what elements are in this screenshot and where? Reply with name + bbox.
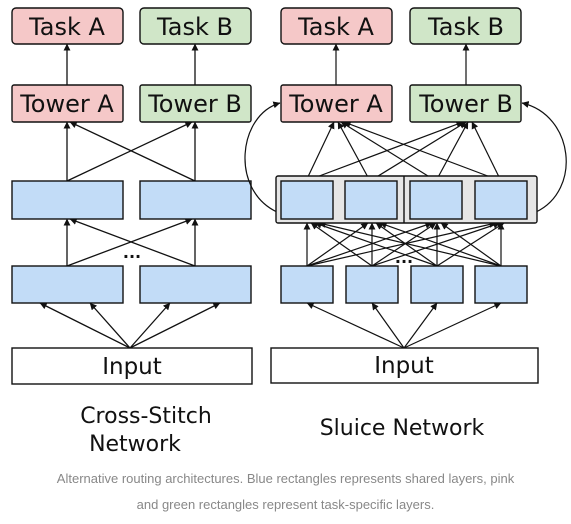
right-shared-lower-2 [345,265,399,304]
right-task-b-box [409,7,522,45]
right-shared-upper-2 [344,180,398,220]
left-shared-upper-a [11,180,124,220]
left-shared-lower-a [11,265,124,304]
sluice-edges [244,43,567,349]
right-task-a-label: Task A [297,13,374,41]
left-input-label: Input [102,354,162,380]
right-title: Sluice Network [320,416,485,441]
cross-stitch-edges [39,43,221,349]
cross-stitch-diagram: Task A Task B Tower A Tower B ... Input … [11,7,253,457]
right-tower-b-box [409,84,522,123]
left-task-b-label: Task B [156,13,233,41]
left-tower-a-label: Tower A [19,90,114,118]
right-tower-a-box [280,84,393,123]
left-shared-upper-b [139,180,252,220]
left-title-line2: Network [89,432,181,457]
right-shared-upper-4 [474,180,528,220]
left-title-line1: Cross-Stitch [80,404,212,429]
right-shared-lower-3 [410,265,464,304]
right-tower-b-label: Tower B [418,90,513,118]
right-shared-upper-3 [409,180,463,220]
right-shared-group-frame [275,175,538,224]
right-task-b-label: Task B [427,13,504,41]
right-task-a-box [280,7,393,45]
left-tower-b-label: Tower B [147,90,242,118]
right-input-label: Input [374,353,434,379]
sluice-network-diagram: Task A Task B Tower A Tower B ... Input … [244,7,567,441]
left-task-a-label: Task A [28,13,105,41]
right-shared-lower-4 [474,265,528,304]
figure-caption-line1: Alternative routing architectures. Blue … [56,471,515,486]
right-shared-lower-1 [280,265,334,304]
right-shared-upper-1 [280,180,334,220]
left-task-a-box [11,7,124,45]
left-task-b-box [139,7,252,45]
right-ellipsis: ... [395,248,413,267]
left-input-box [11,347,253,385]
left-tower-a-box [11,84,124,123]
left-tower-b-box [139,84,252,123]
right-input-box [270,347,539,384]
left-shared-lower-b [139,265,252,304]
right-tower-a-label: Tower A [288,90,383,118]
left-ellipsis: ... [123,243,141,262]
figure-caption-line2: and green rectangles represent task-spec… [136,497,435,512]
